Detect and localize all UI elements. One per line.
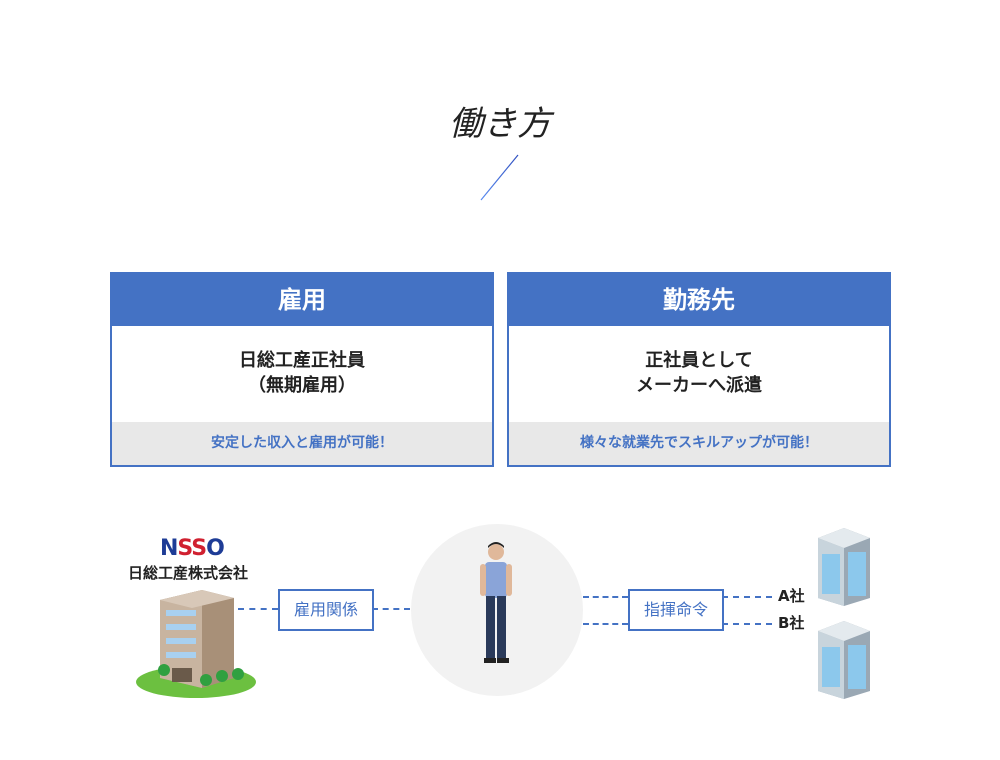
card-body: 日総工産正社員 （無期雇用） bbox=[112, 326, 492, 420]
card-body-line: （無期雇用） bbox=[248, 375, 356, 396]
card-body-line: 正社員として bbox=[645, 350, 753, 371]
workplace-card: 勤務先 正社員としてメーカーへ派遣 様々な就業先でスキルアップが可能！ bbox=[507, 272, 891, 467]
employment-relation-label: 雇用関係 bbox=[278, 589, 374, 631]
company-b-building-icon bbox=[818, 621, 870, 699]
card-body-line: メーカーへ派遣 bbox=[636, 375, 762, 396]
connector-line bbox=[238, 608, 278, 610]
page-heading: 働き方 bbox=[449, 104, 551, 144]
card-body-line: 日総工産正社員 bbox=[239, 350, 365, 371]
card-footer: 様々な就業先でスキルアップが可能！ bbox=[509, 420, 889, 465]
command-relation-label: 指揮命令 bbox=[628, 589, 724, 631]
company-b-label: B社 bbox=[778, 614, 805, 632]
company-name: 日総工産株式会社 bbox=[128, 564, 249, 582]
employment-card: 雇用 日総工産正社員 （無期雇用） 安定した収入と雇用が可能！ bbox=[110, 272, 494, 467]
connector-line bbox=[583, 596, 628, 598]
worker-person-icon bbox=[480, 542, 512, 663]
card-header: 勤務先 bbox=[509, 274, 889, 326]
connector-line bbox=[583, 623, 628, 625]
card-header: 雇用 bbox=[112, 274, 492, 326]
connector-line bbox=[722, 596, 772, 598]
nisso-logo: NSSO bbox=[160, 536, 225, 561]
connector-line bbox=[722, 623, 772, 625]
card-body: 正社員としてメーカーへ派遣 bbox=[509, 326, 889, 420]
connector-line bbox=[372, 608, 410, 610]
accent-slash bbox=[480, 154, 519, 201]
company-building-icon bbox=[136, 590, 256, 698]
company-a-label: A社 bbox=[778, 587, 805, 605]
card-footer: 安定した収入と雇用が可能！ bbox=[112, 420, 492, 465]
company-a-building-icon bbox=[818, 528, 870, 606]
